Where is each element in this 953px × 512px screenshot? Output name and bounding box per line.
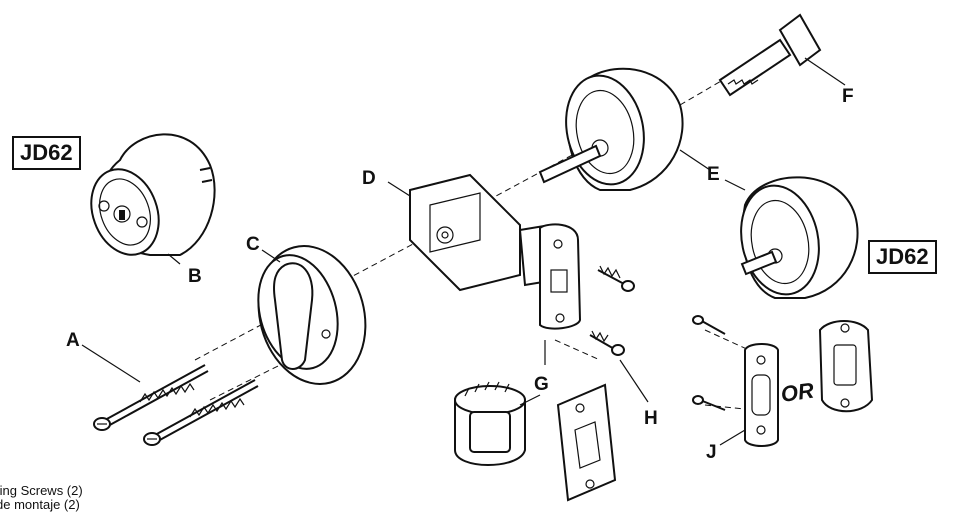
mounting-screws-a bbox=[81, 344, 259, 446]
callout-d: D bbox=[362, 168, 376, 189]
thumbturn-rose-c bbox=[257, 245, 367, 385]
callout-j: J bbox=[706, 442, 717, 463]
strike-plate-j bbox=[692, 315, 779, 447]
key-f bbox=[718, 13, 846, 97]
callout-h: H bbox=[644, 408, 658, 429]
callout-e: E bbox=[707, 164, 720, 185]
part-caption-english: ting Screws (2) bbox=[0, 483, 83, 498]
strike-screws-h bbox=[589, 265, 649, 403]
drive-collar-g bbox=[454, 381, 541, 466]
part-caption-french: de montaje (2) bbox=[0, 497, 80, 512]
callout-b: B bbox=[188, 266, 202, 287]
callout-a: A bbox=[66, 330, 80, 351]
callout-g: G bbox=[534, 374, 549, 395]
callout-c: C bbox=[246, 234, 260, 255]
faceplate-g bbox=[556, 383, 617, 502]
callout-or: OR bbox=[779, 378, 815, 407]
exterior-knob-b bbox=[90, 133, 216, 265]
model-label-right: JD62 bbox=[868, 240, 937, 274]
interior-knob-e-upper bbox=[538, 67, 711, 191]
callout-f: F bbox=[842, 86, 854, 107]
strike-plate-alt bbox=[818, 320, 874, 413]
latch-bolt-d bbox=[387, 173, 582, 365]
model-label-left: JD62 bbox=[12, 136, 81, 170]
interior-knob-e-lower bbox=[724, 176, 859, 299]
